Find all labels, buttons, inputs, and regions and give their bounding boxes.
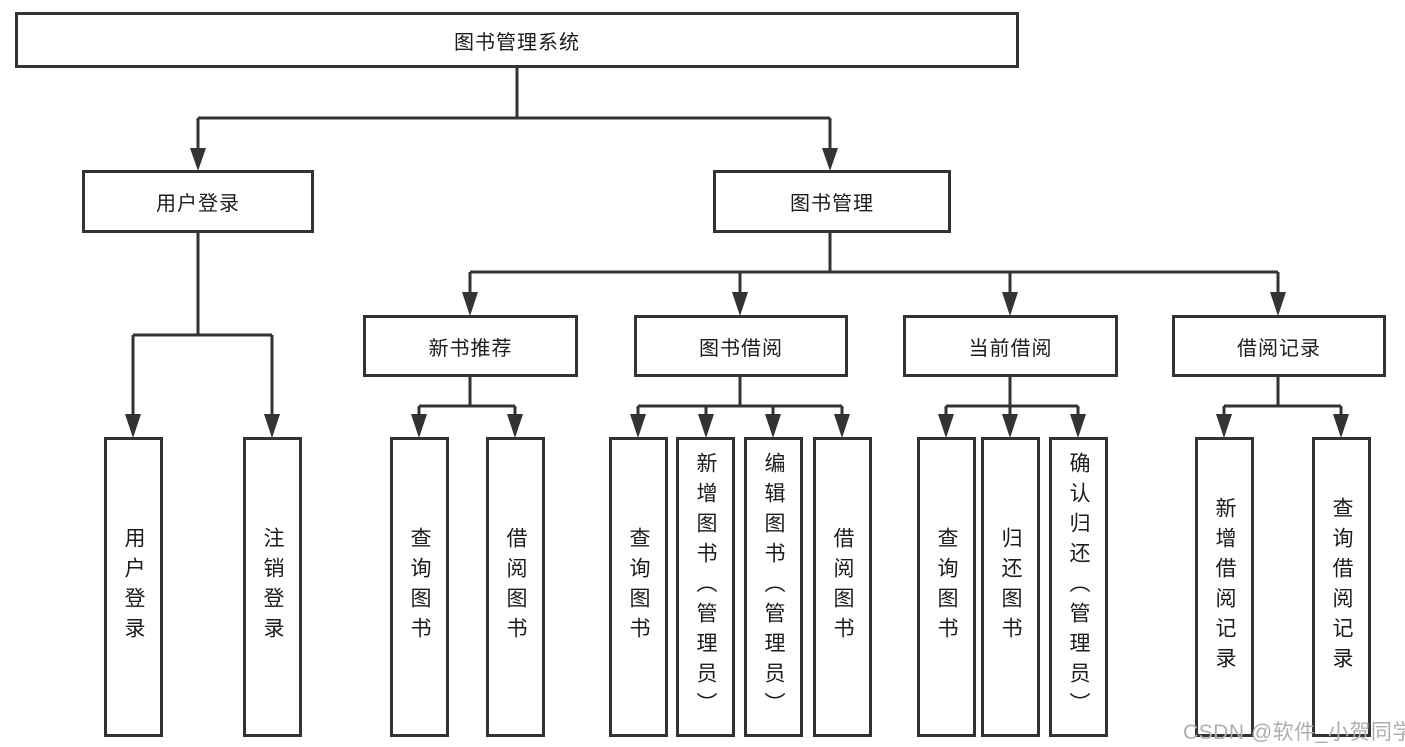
node-book-borrowing: 图书借阅: [634, 315, 848, 377]
node-user-login-label: 用户登录: [156, 193, 240, 215]
leaf-borrow-books-borrowing-label: 借阅图书: [831, 527, 854, 647]
leaf-query-books-current-label: 查询图书: [935, 527, 958, 647]
node-borrowing-records: 借阅记录: [1172, 315, 1386, 377]
node-book-borrowing-label: 图书借阅: [699, 337, 783, 360]
node-current-borrowing-label: 当前借阅: [968, 337, 1053, 360]
leaf-borrow-books-recommend-label: 借阅图书: [504, 527, 527, 647]
leaf-add-books-admin-label: 新增图书（管理员）: [694, 452, 717, 722]
node-root: 图书管理系统: [15, 12, 1019, 68]
leaf-add-borrow-record: 新增借阅记录: [1195, 437, 1254, 737]
leaf-user-login-label: 用户登录: [122, 527, 145, 647]
node-new-book-recommendation: 新书推荐: [363, 315, 578, 377]
leaf-query-books-recommend-label: 查询图书: [408, 527, 431, 647]
watermark-text: CSDN @软件_小贺同学: [1183, 721, 1405, 744]
node-root-label: 图书管理系统: [454, 31, 580, 54]
leaf-user-login: 用户登录: [104, 437, 163, 737]
leaf-confirm-return-admin: 确认归还（管理员）: [1049, 437, 1108, 737]
leaf-logout-login-label: 注销登录: [261, 527, 284, 647]
leaf-query-borrow-record-label: 查询借阅记录: [1330, 497, 1353, 677]
node-new-book-recommendation-label: 新书推荐: [428, 337, 513, 360]
node-current-borrowing: 当前借阅: [903, 315, 1118, 377]
leaf-return-books: 归还图书: [981, 437, 1040, 737]
leaf-query-books-recommend: 查询图书: [390, 437, 449, 737]
leaf-borrow-books-recommend: 借阅图书: [486, 437, 545, 737]
node-book-management: 图书管理: [713, 170, 951, 233]
leaf-query-borrow-record: 查询借阅记录: [1312, 437, 1371, 737]
node-borrowing-records-label: 借阅记录: [1237, 337, 1321, 360]
node-book-management-label: 图书管理: [790, 193, 874, 215]
leaf-confirm-return-admin-label: 确认归还（管理员）: [1067, 452, 1090, 722]
leaf-edit-books-admin: 编辑图书（管理员）: [744, 437, 803, 737]
leaf-query-books-borrowing: 查询图书: [609, 437, 668, 737]
leaf-add-borrow-record-label: 新增借阅记录: [1213, 497, 1236, 677]
leaf-borrow-books-borrowing: 借阅图书: [813, 437, 872, 737]
node-user-login: 用户登录: [82, 170, 314, 233]
leaf-query-books-current: 查询图书: [917, 437, 976, 737]
leaf-return-books-label: 归还图书: [999, 527, 1022, 647]
leaf-query-books-borrowing-label: 查询图书: [627, 527, 650, 647]
leaf-add-books-admin: 新增图书（管理员）: [676, 437, 735, 737]
leaf-logout-login: 注销登录: [243, 437, 302, 737]
leaf-edit-books-admin-label: 编辑图书（管理员）: [762, 452, 785, 722]
